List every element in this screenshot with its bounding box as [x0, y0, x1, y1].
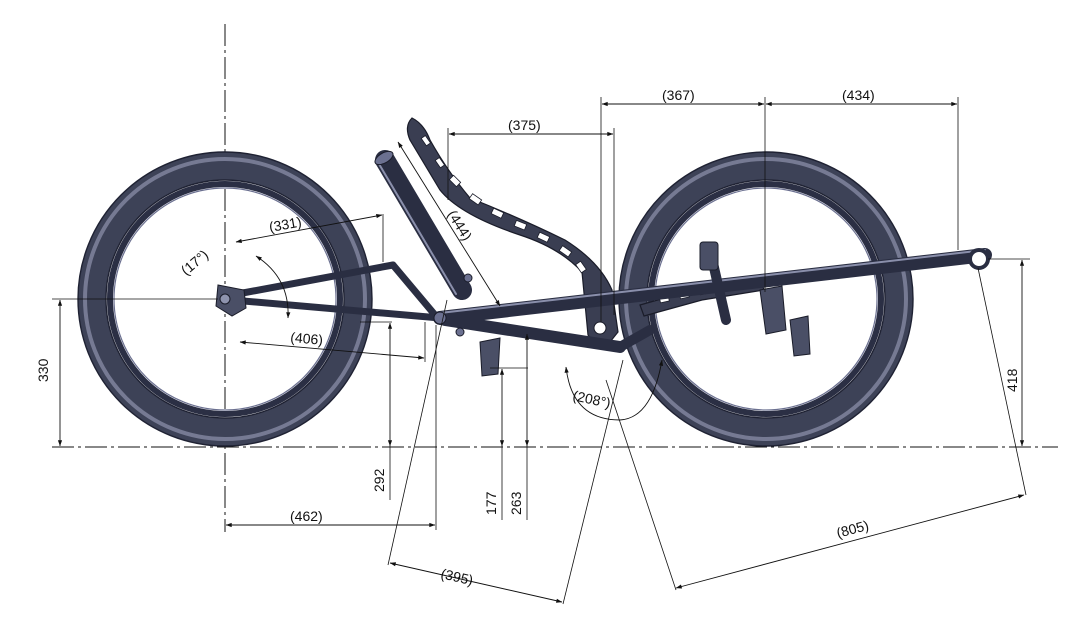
dim-395-label: (395): [439, 565, 474, 588]
center-lines: [52, 24, 1058, 532]
dim-263-label: 263: [508, 491, 524, 515]
dim-331-label: (331): [268, 214, 303, 235]
dimension-292: 292: [360, 321, 393, 500]
dim-208deg-label: (208°): [571, 387, 612, 411]
dimension-chainstays: (331) (406) (17°): [178, 214, 426, 362]
dim-434-label: (434): [842, 87, 875, 103]
dim-375-label: (375): [508, 117, 541, 133]
dimension-wheelbase: (805): [605, 267, 1027, 591]
dim-17deg-label: (17°): [178, 246, 212, 278]
dim-462-label: (462): [290, 508, 323, 524]
dim-367-label: (367): [662, 87, 695, 103]
dim-330-label: 330: [35, 358, 51, 382]
dim-418-label: 418: [1004, 368, 1020, 392]
dimension-418: 418: [988, 258, 1030, 447]
dimension-208deg: (208°): [564, 359, 664, 421]
dimension-462: (462): [225, 325, 437, 530]
dimension-330: 330: [35, 298, 218, 447]
frame: [215, 150, 992, 377]
dimension-434: (434): [765, 87, 959, 250]
dimension-395: (395): [387, 299, 624, 605]
main-boom: [433, 248, 992, 325]
dim-177-label: 177: [483, 491, 499, 515]
dim-292-label: 292: [371, 468, 387, 492]
dim-406-label: (406): [290, 329, 324, 348]
dimension-pedal-heights: 177 263: [483, 333, 530, 520]
